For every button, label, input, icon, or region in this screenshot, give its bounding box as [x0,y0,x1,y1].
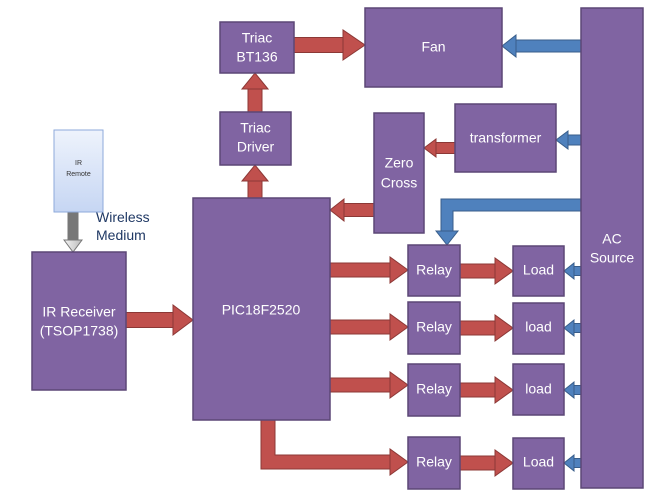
ac-to-load-arrow [563,261,581,281]
remote-label: IR [75,160,82,167]
wireless-label: Medium [96,227,146,243]
relay-label: Relay [416,319,452,335]
load-label: load [525,319,551,335]
transformer-to-zerocross-arrow [423,138,455,158]
fan-label: Fan [421,39,445,55]
relay-to-load-arrow [460,449,514,477]
ir-receiver-label: IR Receiver [42,304,115,320]
relay-block: Relay [407,301,461,355]
triac-label: BT136 [236,49,277,65]
fan-block: Fan [364,7,503,88]
ac-to-load-arrow [563,380,581,400]
transformer-block: transformer [454,103,557,173]
ac-to-fan-arrow [501,33,581,59]
triac-block: Triac BT136 [219,21,295,74]
ac-source-block: AC Source [580,7,644,489]
mcu-to-driver-arrow [240,164,270,198]
ac-to-load-arrow [563,318,581,338]
ac-source-label: AC [602,231,621,247]
zero-cross-label: Cross [381,175,418,191]
zero-cross-block: Zero Cross [373,112,425,234]
receiver-to-mcu-arrow [126,304,194,336]
mcu-to-relay-arrow [330,256,409,284]
driver-to-triac-arrow [240,72,270,112]
ac-to-transformer-arrow [555,130,581,150]
arrows-layer [63,29,581,477]
load-label: Load [523,454,554,470]
relay-block: Relay [407,436,461,490]
load-block: Load [512,437,565,490]
ir-receiver-label: (TSOP1738) [40,323,119,339]
relay-label: Relay [416,454,452,470]
remote-label: Remote [66,171,91,178]
transformer-label: transformer [470,130,542,146]
pic-mcu-block: PIC18F2520 [192,197,331,421]
mcu-label: PIC18F2520 [222,302,301,318]
triac-driver-block: Triac Driver [219,111,292,166]
triac-label: Triac [242,30,273,46]
relay-block: Relay [407,244,461,297]
load-block: load [512,363,565,416]
ac-to-load-arrow [563,453,581,473]
triac-driver-label: Driver [237,139,275,155]
mcu-to-relay-arrow [330,371,409,399]
ir-receiver-block: IR Receiver (TSOP1738) [31,251,127,391]
ac-to-relay-arrow [434,198,581,246]
mcu-to-relay-arrow [330,313,409,341]
load-block: Load [512,245,565,297]
triac-to-fan-arrow [294,29,366,61]
relay-label: Relay [416,381,452,397]
mcu-to-relay-arrow [260,420,409,476]
zerocross-to-mcu-arrow [329,197,374,223]
wireless-arrow [63,212,83,253]
zero-cross-label: Zero [385,155,414,171]
relay-to-load-arrow [460,257,514,285]
load-label: Load [523,262,554,278]
ir-remote-block: IR Remote [53,129,104,213]
triac-driver-label: Triac [240,120,271,136]
relay-label: Relay [416,262,452,278]
ac-source-label: Source [590,250,635,266]
relay-to-load-arrow [460,376,514,404]
load-block: load [512,302,565,355]
load-label: load [525,381,551,397]
wireless-label: Wireless [96,209,150,225]
relay-block: Relay [407,363,461,417]
relay-to-load-arrow [460,314,514,342]
